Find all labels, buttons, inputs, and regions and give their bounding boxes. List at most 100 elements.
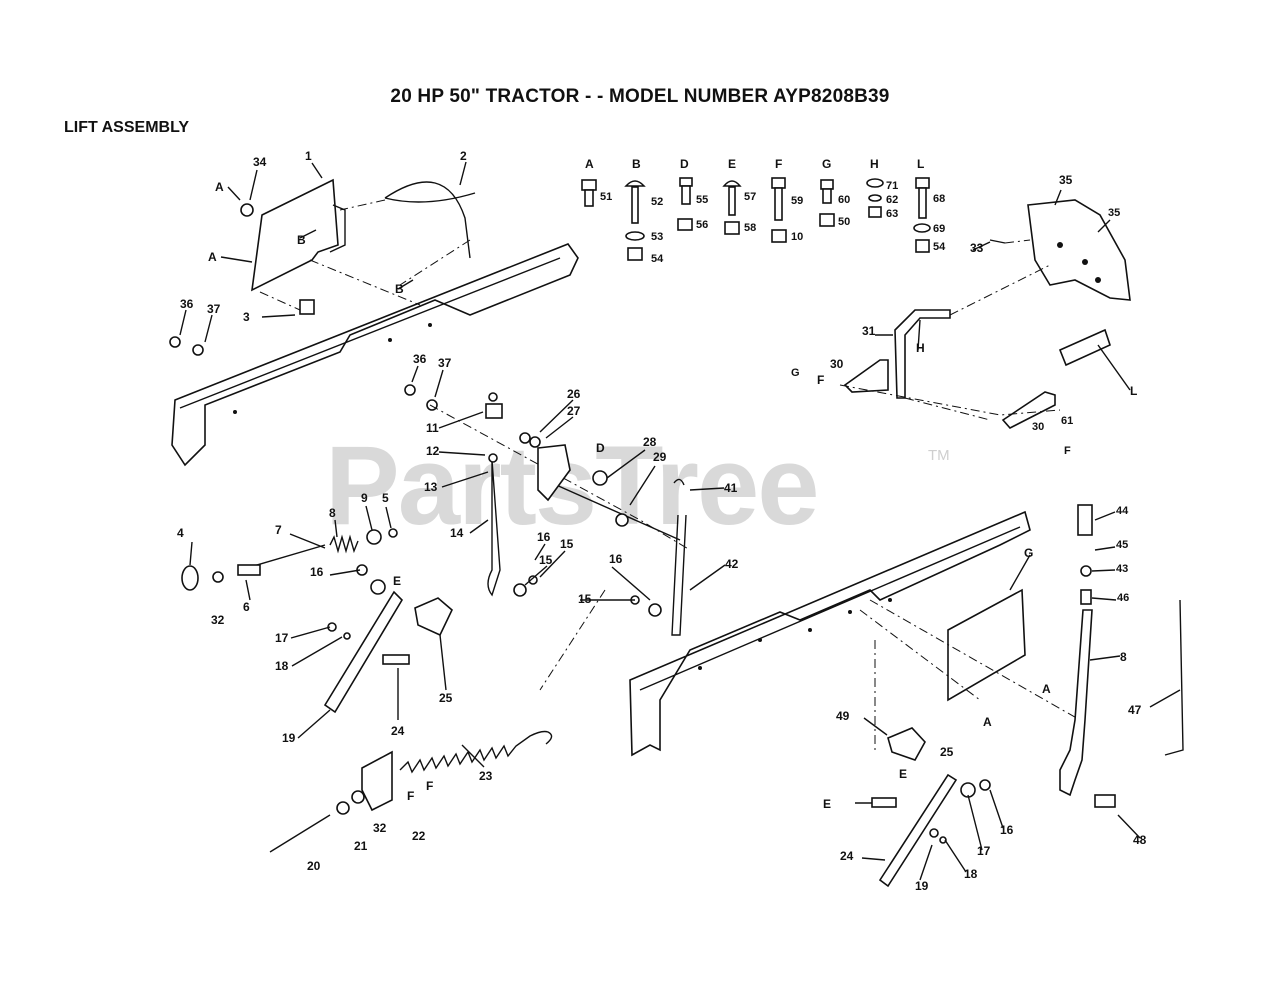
hw-letter-h: H [870, 157, 879, 171]
callout: L [1130, 384, 1137, 398]
callout: 18 [275, 659, 289, 673]
section-title: LIFT ASSEMBLY [64, 119, 190, 136]
leader-lines [179, 161, 1181, 881]
svg-text:57: 57 [744, 191, 756, 203]
callout: F [817, 373, 824, 387]
svg-text:54: 54 [933, 241, 946, 253]
svg-text:50: 50 [838, 216, 850, 228]
callout: 25 [940, 745, 954, 759]
clip-36-mid [404, 384, 416, 396]
svg-text:62: 62 [886, 194, 898, 206]
hw-letter-e: E [728, 157, 736, 171]
lift-mechanism [429, 392, 691, 691]
callout: 25 [439, 691, 453, 705]
callout: 24 [391, 724, 405, 738]
callout: 11 [426, 421, 439, 435]
svg-text:54: 54 [651, 253, 664, 265]
callout: 16 [609, 552, 623, 566]
hardware-legend: A B D E F G H L 51 52 53 54 55 56 57 58 [581, 157, 946, 265]
callout: 5 [382, 491, 389, 505]
callout: 18 [964, 867, 978, 881]
callout: 23 [479, 769, 493, 783]
callout: 34 [253, 155, 267, 169]
callout: 46 [1117, 592, 1129, 604]
callout: 13 [424, 480, 438, 494]
rod-assembly-left [181, 528, 398, 591]
callout: 43 [1116, 563, 1128, 575]
callout: 4 [177, 526, 184, 540]
callout: 17 [977, 844, 991, 858]
callout-labels: 1 2 3 34 35 36 37 36 37 A A B B A A 11 1… [177, 149, 1147, 893]
callout: G [791, 367, 800, 379]
callout: 12 [426, 444, 440, 458]
callout: 19 [282, 731, 296, 745]
callout: 32 [373, 821, 387, 835]
lift-lever-47 [1059, 504, 1184, 808]
callout: 37 [207, 302, 221, 316]
svg-text:10: 10 [791, 231, 803, 243]
svg-text:68: 68 [933, 193, 945, 205]
callout: F [426, 779, 433, 793]
callout: E [899, 767, 907, 781]
callout: 28 [643, 435, 657, 449]
callout: 9 [361, 491, 368, 505]
spacer-3 [299, 299, 315, 315]
callout: A [983, 715, 992, 729]
svg-text:56: 56 [696, 219, 708, 231]
callout: 48 [1133, 833, 1147, 847]
spring-assembly-23 [269, 730, 553, 853]
callout: 37 [438, 356, 452, 370]
callout: 32 [211, 613, 225, 627]
callout: 27 [567, 404, 581, 418]
washer-34 [240, 203, 254, 217]
hw-letter-b: B [632, 157, 641, 171]
callout: 36 [180, 297, 194, 311]
assembly-line-right [859, 599, 1081, 750]
callout: 15 [539, 553, 553, 567]
callout: 45 [1116, 539, 1128, 551]
callout: 41 [724, 481, 738, 495]
hw-letter-d: D [680, 157, 689, 171]
callout: 26 [567, 387, 581, 401]
svg-text:71: 71 [886, 180, 898, 192]
link-arm-right [871, 727, 991, 888]
callout: 24 [840, 849, 854, 863]
callout: G [1024, 546, 1033, 560]
callout: 19 [915, 879, 929, 893]
page-title: 20 HP 50" TRACTOR - - MODEL NUMBER AYP82… [390, 86, 890, 107]
callout: 16 [537, 530, 551, 544]
hw-letter-a: A [585, 157, 594, 171]
callout: 16 [310, 565, 324, 579]
callout: A [1042, 682, 1051, 696]
callout: 15 [578, 592, 592, 606]
callout: F [1064, 445, 1071, 457]
hw-letter-f: F [775, 157, 782, 171]
svg-text:58: 58 [744, 222, 756, 234]
callout: 21 [354, 839, 368, 853]
link-arm-left [323, 564, 662, 714]
callout: 42 [725, 557, 739, 571]
clip-36-left [169, 336, 181, 348]
callout: 44 [1116, 505, 1129, 517]
callout: 47 [1128, 703, 1142, 717]
svg-text:53: 53 [651, 231, 663, 243]
callout: 36 [413, 352, 427, 366]
callout: 30 [1032, 421, 1044, 433]
callout: 30 [830, 357, 844, 371]
upper-right-assembly [839, 199, 1131, 429]
callout: 29 [653, 450, 667, 464]
assembly-line-left [259, 199, 471, 311]
callout: 61 [1061, 415, 1073, 427]
watermark-trademark: TM [928, 447, 950, 464]
clip-37-left [192, 344, 204, 356]
callout: 17 [275, 631, 289, 645]
callout: 35 [1108, 207, 1120, 219]
callout: A [208, 250, 217, 264]
callout: 14 [450, 526, 464, 540]
left-frame-rail [171, 243, 579, 467]
callout: D [596, 441, 605, 455]
hw-letter-l: L [917, 157, 924, 171]
callout: B [395, 282, 404, 296]
callout: 49 [836, 709, 850, 723]
